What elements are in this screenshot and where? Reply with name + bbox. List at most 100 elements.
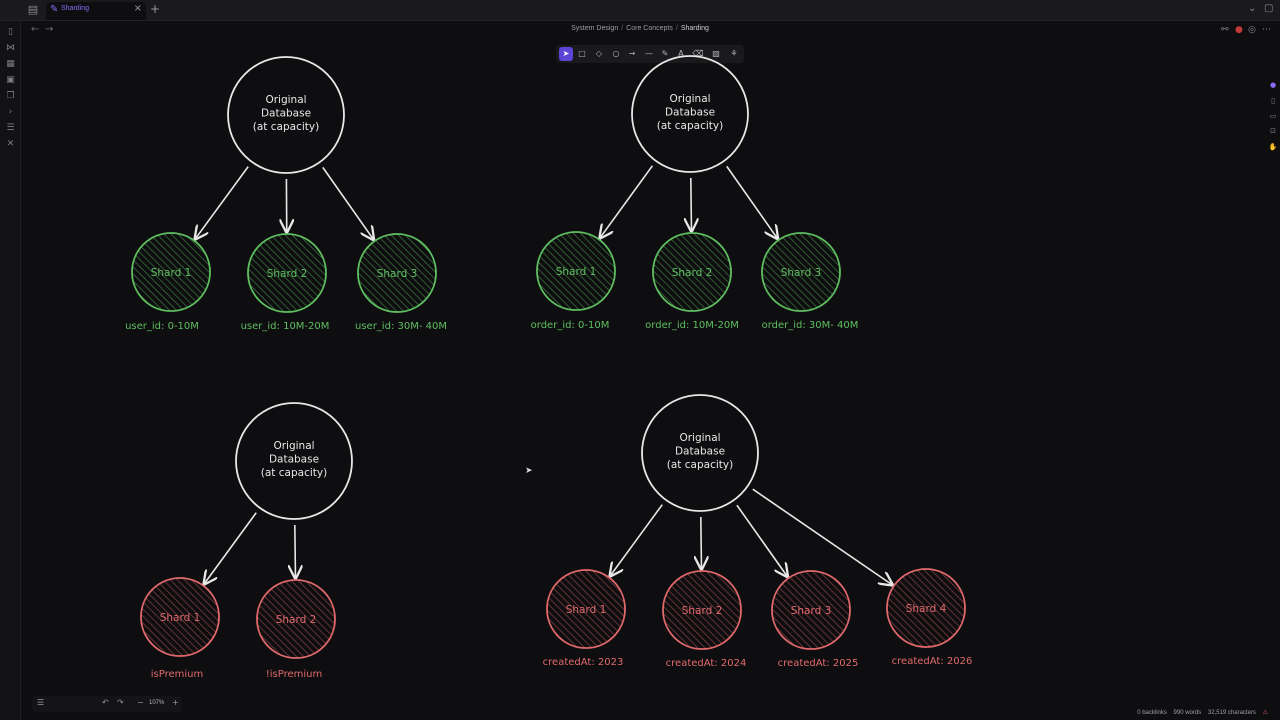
menu-icon[interactable]: ☰ [37,698,45,707]
shard-caption[interactable]: isPremium [151,669,204,680]
arrow[interactable] [295,524,296,578]
diamond-tool-icon[interactable]: ◇ [595,49,603,58]
shard-circle[interactable] [662,570,742,650]
link-icon[interactable]: ⚯ [1221,25,1229,35]
list-icon[interactable]: ☰ [6,123,15,133]
terminal-icon[interactable]: › [8,107,13,117]
library-tool-icon[interactable]: ⚘ [730,49,738,58]
copy-icon[interactable]: ❐ [6,91,15,101]
left-ribbon: ▯ ⋈ ▦ ▣ ❐ › ☰ ✕ [0,21,21,720]
word-count: 990 words [1173,710,1202,716]
calendar-icon[interactable]: ▣ [6,75,15,85]
tab-sharding[interactable]: ✎ Sharding × [46,2,146,20]
shard-circle[interactable] [652,232,732,312]
database-label: Database [261,108,311,120]
shard-circle[interactable] [140,577,220,657]
shard-circle[interactable] [761,232,841,312]
image-tool-icon[interactable]: ▨ [712,49,720,58]
tab-close-icon[interactable]: × [133,3,142,14]
arrow[interactable] [701,516,702,569]
breadcrumb-system-design[interactable]: System Design [571,25,619,32]
breadcrumb-core-concepts[interactable]: Core Concepts [626,25,673,32]
pencil-tool-icon[interactable]: ✎ [661,49,669,58]
arrow[interactable] [600,165,654,238]
shard-caption[interactable]: createdAt: 2025 [778,658,859,669]
database-circle[interactable] [641,394,759,512]
arrow[interactable] [752,488,892,585]
shard-caption[interactable]: user_id: 0-10M [125,321,199,332]
grid-icon[interactable]: ▦ [6,59,15,69]
window-icon[interactable]: ▢ [1264,3,1274,14]
text-tool-icon[interactable]: A [678,49,684,58]
shard-caption[interactable]: createdAt: 2023 [543,657,624,668]
sync-icon[interactable]: ⚠ [1262,710,1268,716]
arrow[interactable] [195,166,249,239]
arrow[interactable] [322,166,374,239]
shard-circle[interactable] [247,233,327,313]
line-tool-icon[interactable]: — [645,49,653,58]
shard-caption[interactable]: createdAt: 2024 [666,658,747,669]
redo-icon[interactable]: ↷ [117,698,124,707]
database-label: Original [273,440,314,452]
shard-circle[interactable] [256,579,336,659]
shard-caption[interactable]: order_id: 30M- 40M [762,320,859,331]
arrow[interactable] [726,165,778,238]
settings-icon[interactable]: ◎ [1248,25,1256,35]
shard-caption[interactable]: user_id: 10M-20M [241,321,330,332]
database-circle[interactable] [631,55,749,173]
shard-circle[interactable] [131,232,211,312]
shard-caption[interactable]: order_id: 0-10M [531,320,610,331]
zoom-level[interactable]: 107% [149,700,165,706]
new-tab-button[interactable]: + [150,2,161,16]
graph-icon[interactable]: ⋈ [6,43,15,53]
shard-label: Shard 4 [906,603,947,615]
database-circle[interactable] [227,56,345,174]
shard-circle[interactable] [886,568,966,648]
lock-icon[interactable]: ⊡ [1270,127,1276,135]
sidebar-toggle-icon[interactable]: ▤ [27,3,39,16]
draw-mode-icon[interactable]: ● [1269,81,1277,89]
back-arrow-icon[interactable]: ← [31,24,40,35]
shard-caption[interactable]: user_id: 30M- 40M [355,321,447,332]
shard-circle[interactable] [536,231,616,311]
chevron-down-icon[interactable]: ⌄ [1248,3,1257,14]
tools-icon[interactable]: ✕ [6,139,15,149]
forward-arrow-icon[interactable]: → [45,24,54,35]
record-icon[interactable]: ● [1235,25,1243,35]
shard-caption[interactable]: !isPremium [266,669,323,680]
arrow[interactable] [204,512,257,584]
shard-circle[interactable] [546,569,626,649]
excalidraw-icon: ✎ [50,4,59,15]
shard-caption[interactable]: order_id: 10M-20M [645,320,739,331]
shard-label: Shard 2 [267,268,308,280]
shard-circle[interactable] [357,233,437,313]
shard-label: Shard 3 [781,267,822,279]
file-icon[interactable]: ▯ [8,27,13,37]
arrow[interactable] [736,504,787,576]
more-options-icon[interactable]: ⋯ [1262,25,1271,35]
arrow[interactable] [610,504,663,576]
arrow-tool-icon[interactable]: → [628,49,636,58]
database-circle[interactable] [235,402,353,520]
ellipse-tool-icon[interactable]: ○ [612,49,620,58]
shard-circle[interactable] [771,570,851,650]
selection-tool-icon[interactable]: ➤ [559,47,573,61]
undo-icon[interactable]: ↶ [102,698,109,707]
eraser-tool-icon[interactable]: ⌫ [692,49,704,58]
hand-icon[interactable]: ✋ [1268,143,1278,151]
shard-caption[interactable]: createdAt: 2026 [892,656,973,667]
arrow[interactable] [691,177,692,231]
rectangle-tool-icon[interactable]: □ [578,49,586,58]
zoom-bar: ☰ ↶ ↷ − 107% + [32,696,182,712]
shard-label: Shard 1 [151,267,192,279]
zoom-out-button[interactable]: − [137,698,144,707]
page-icon[interactable]: ▯ [1271,97,1275,105]
book-icon[interactable]: ▭ [1269,112,1277,120]
backlinks-count[interactable]: 0 backlinks [1137,710,1167,716]
zoom-in-button[interactable]: + [172,698,179,707]
